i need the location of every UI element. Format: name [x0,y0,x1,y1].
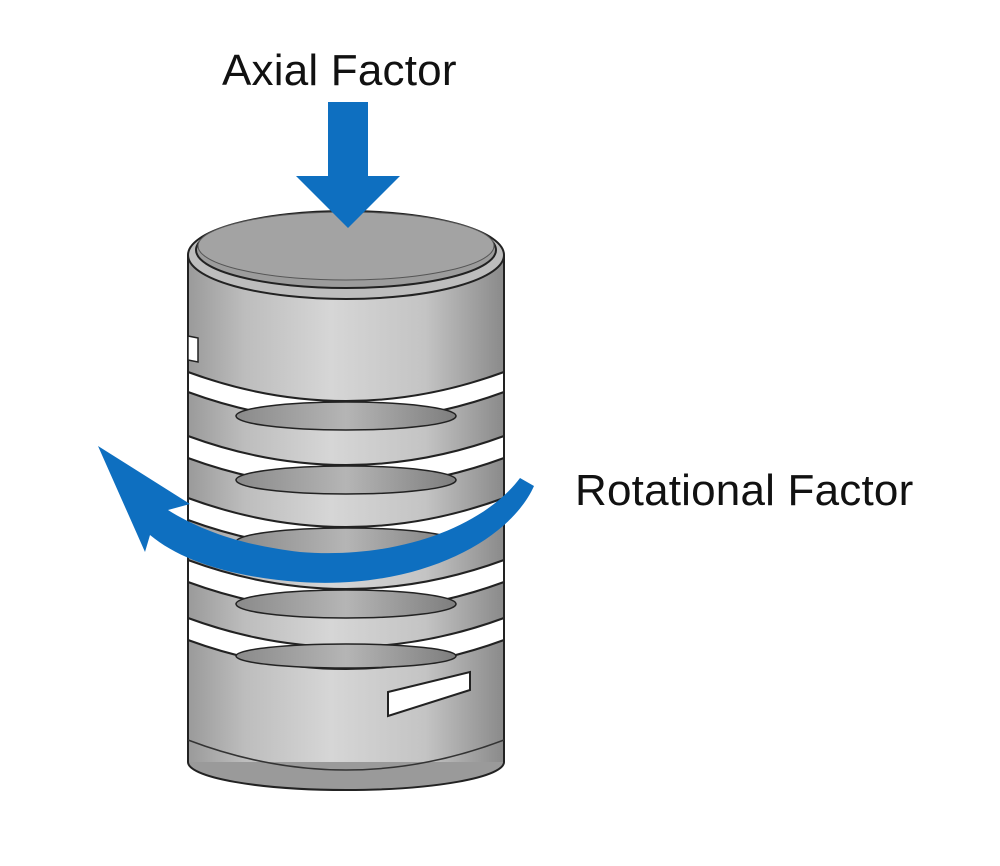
axial-factor-label: Axial Factor [222,46,457,95]
rotational-factor-label: Rotational Factor [575,466,914,515]
top-cap [187,210,505,300]
axial-arrow-icon [296,102,400,228]
rotational-arrow-icon [98,446,534,583]
